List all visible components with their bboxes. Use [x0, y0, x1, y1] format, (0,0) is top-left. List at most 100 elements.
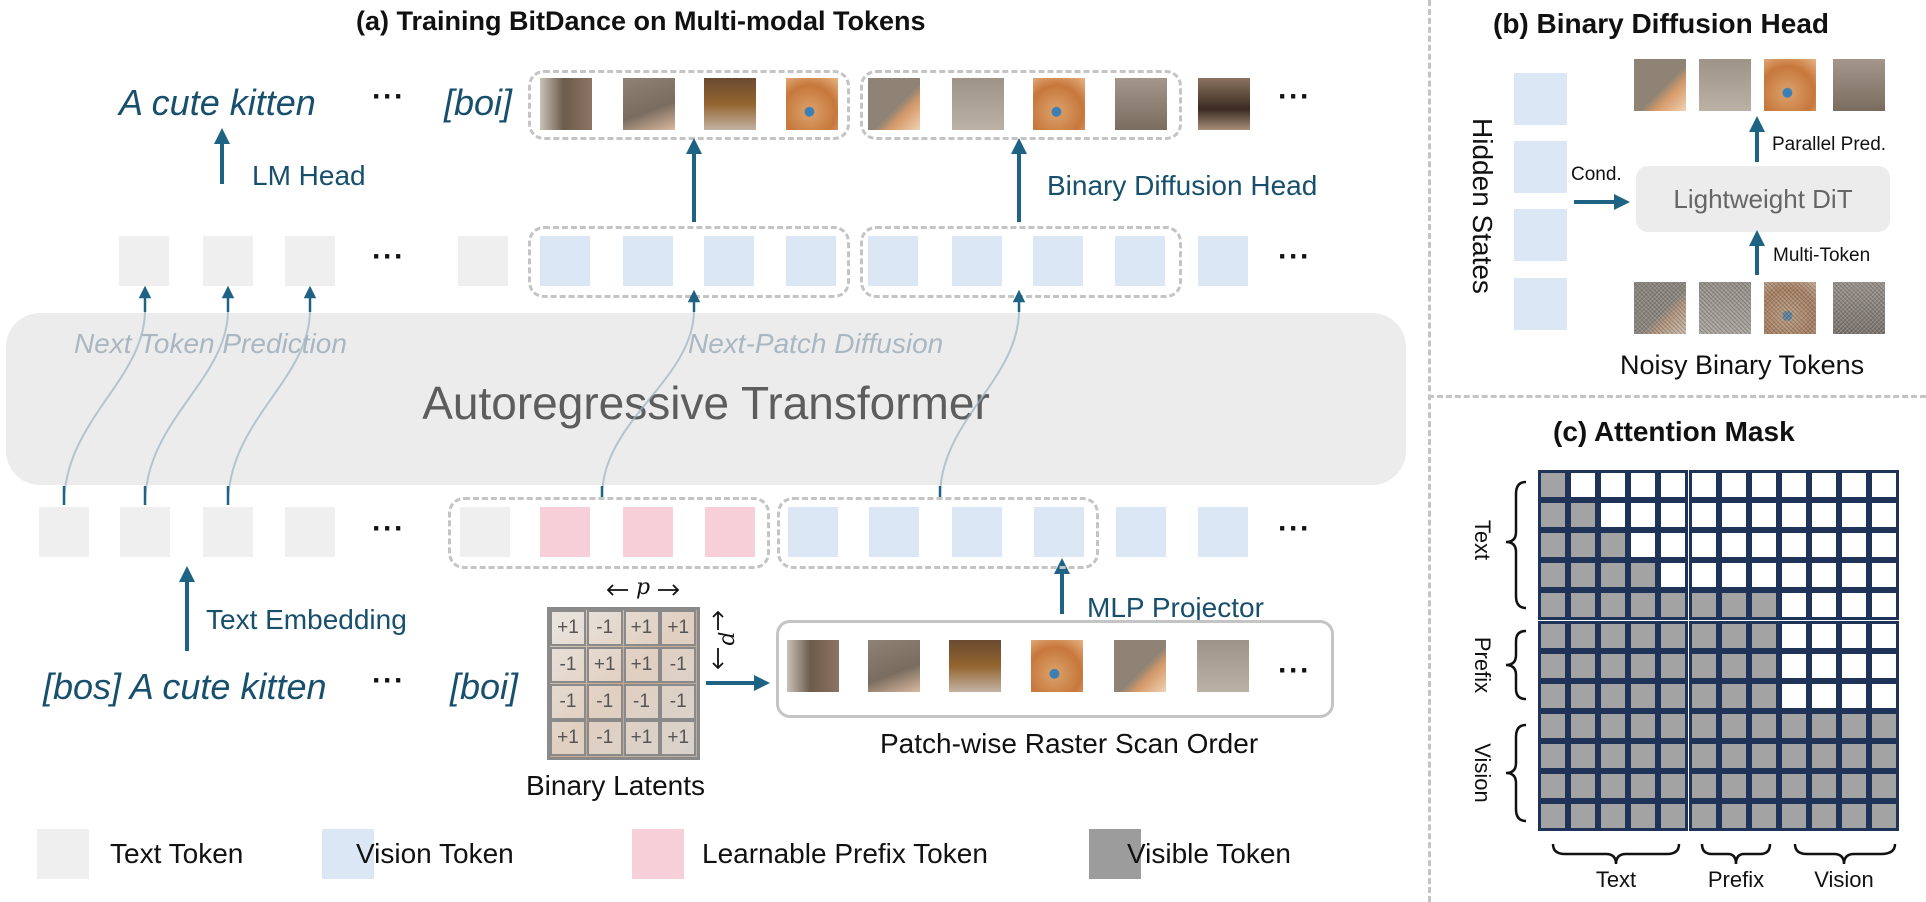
mask-cell-masked	[1869, 530, 1900, 561]
legend-label: Vision Token	[356, 838, 514, 869]
mask-cell-visible	[1538, 470, 1568, 500]
mask-cell-visible	[1658, 771, 1689, 801]
mask-cell-masked	[1688, 560, 1719, 591]
mask-cell-masked	[1869, 590, 1900, 621]
binary-latent-cell: +1	[623, 720, 660, 757]
boi-token-input: [boi]	[450, 666, 519, 707]
mask-cell-masked	[1718, 560, 1749, 591]
mask-cell-visible	[1628, 771, 1659, 801]
mask-cell-visible	[1568, 710, 1599, 741]
mask-cell-visible	[1718, 590, 1749, 621]
mask-cell-visible	[1568, 771, 1599, 801]
mask-cell-masked	[1778, 500, 1809, 531]
mask-cell-masked	[1808, 500, 1839, 531]
mask-cell-visible	[1748, 710, 1779, 741]
raster-scan-box	[776, 620, 1334, 718]
mask-cell-visible	[1658, 650, 1689, 681]
mlp-projector-label: MLP Projector	[1087, 592, 1264, 623]
mask-cell-masked	[1718, 530, 1749, 561]
predicted-image-patch	[1033, 78, 1085, 130]
noisy-patch	[1699, 282, 1751, 334]
panel-a-title: (a) Training BitDance on Multi-modal Tok…	[356, 6, 926, 36]
next-token-prediction-label: Next Token Prediction	[74, 328, 347, 359]
mask-cell-masked	[1808, 470, 1839, 500]
vision-token	[1115, 236, 1165, 286]
predicted-image-patch	[1115, 78, 1167, 130]
mask-cell-visible	[1748, 650, 1779, 681]
mask-cell-visible	[1778, 740, 1809, 771]
flow-curve	[939, 309, 1020, 498]
mask-cell-visible	[1658, 590, 1689, 621]
mask-cell-visible	[1718, 740, 1749, 771]
predicted-image-patch	[704, 78, 756, 130]
transformer-label: Autoregressive Transformer	[422, 377, 990, 429]
legend-swatch	[1089, 829, 1141, 879]
mask-cell-visible	[1568, 680, 1599, 711]
predicted-image-patch	[786, 78, 838, 130]
mask-cell-masked	[1869, 620, 1900, 651]
binary-latents-label: Binary Latents	[526, 770, 705, 801]
mask-cell-masked	[1778, 530, 1809, 561]
cond-label: Cond.	[1571, 164, 1622, 185]
col-group-prefix: Prefix	[1707, 867, 1765, 892]
binary-latent-cell: +1	[550, 610, 586, 646]
mask-cell-masked	[1748, 470, 1779, 500]
panel-divider-horizontal	[1428, 395, 1926, 398]
noisy-patch	[1764, 282, 1816, 334]
mask-cell-masked	[1778, 620, 1809, 651]
boi-token-output: [boi]	[444, 82, 513, 123]
ellipsis: ···	[372, 512, 405, 545]
mask-cell-masked	[1628, 500, 1659, 531]
binary-latent-cell: +1	[623, 610, 660, 646]
binary-latent-cell: +1	[623, 646, 660, 683]
mask-cell-visible	[1658, 801, 1689, 832]
mask-cell-masked	[1688, 530, 1719, 561]
mask-cell-masked	[1839, 620, 1869, 651]
mask-cell-masked	[1748, 530, 1779, 561]
patch-size-horizontal: p	[636, 575, 651, 600]
hidden-state-token	[1514, 73, 1567, 125]
mask-cell-masked	[1658, 500, 1689, 531]
mask-cell-visible	[1718, 710, 1749, 741]
autoregressive-transformer-block	[6, 313, 1406, 485]
mask-cell-masked	[1869, 680, 1900, 711]
mask-cell-visible	[1718, 650, 1749, 681]
mask-cell-visible	[1598, 590, 1629, 621]
mask-cell-visible	[1808, 801, 1839, 832]
prefix-group	[448, 497, 770, 569]
binary-latent-cell: -1	[550, 646, 586, 683]
mask-cell-visible	[1568, 650, 1599, 681]
mask-cell-masked	[1839, 650, 1869, 681]
legend-label: Text Token	[110, 838, 244, 869]
mask-cell-masked	[1808, 680, 1839, 711]
legend-swatch	[632, 829, 684, 879]
vision-token	[788, 507, 838, 557]
predicted-image-patch	[868, 78, 920, 130]
vision-token	[1033, 236, 1083, 286]
raster-image-patch	[787, 640, 839, 692]
binary-latent-cell: -1	[660, 683, 697, 720]
predicted-image-patch	[952, 78, 1004, 130]
text-token	[203, 507, 253, 557]
mask-cell-visible	[1598, 740, 1629, 771]
binary-latent-cell: -1	[550, 683, 586, 720]
ellipsis: ···	[1278, 80, 1311, 113]
mask-cell-visible	[1658, 680, 1689, 711]
raster-image-patch	[1197, 640, 1249, 692]
binary-latent-cell: +1	[586, 646, 623, 683]
prefix-token	[540, 507, 590, 557]
row-group-text: Text	[1470, 519, 1495, 561]
panel-divider-vertical	[1428, 0, 1431, 902]
mask-cell-visible	[1808, 740, 1839, 771]
raster-image-patch	[949, 640, 1001, 692]
mask-cell-masked	[1808, 650, 1839, 681]
denoised-patch	[1634, 59, 1686, 111]
raster-scan-label: Patch-wise Raster Scan Order	[880, 728, 1259, 759]
mask-cell-visible	[1808, 710, 1839, 741]
mask-cell-visible	[1538, 740, 1568, 771]
mask-cell-visible	[1718, 620, 1749, 651]
text-token	[203, 236, 253, 286]
mask-cell-visible	[1869, 771, 1900, 801]
mask-cell-masked	[1778, 470, 1809, 500]
binary-latent-cell: -1	[586, 610, 623, 646]
